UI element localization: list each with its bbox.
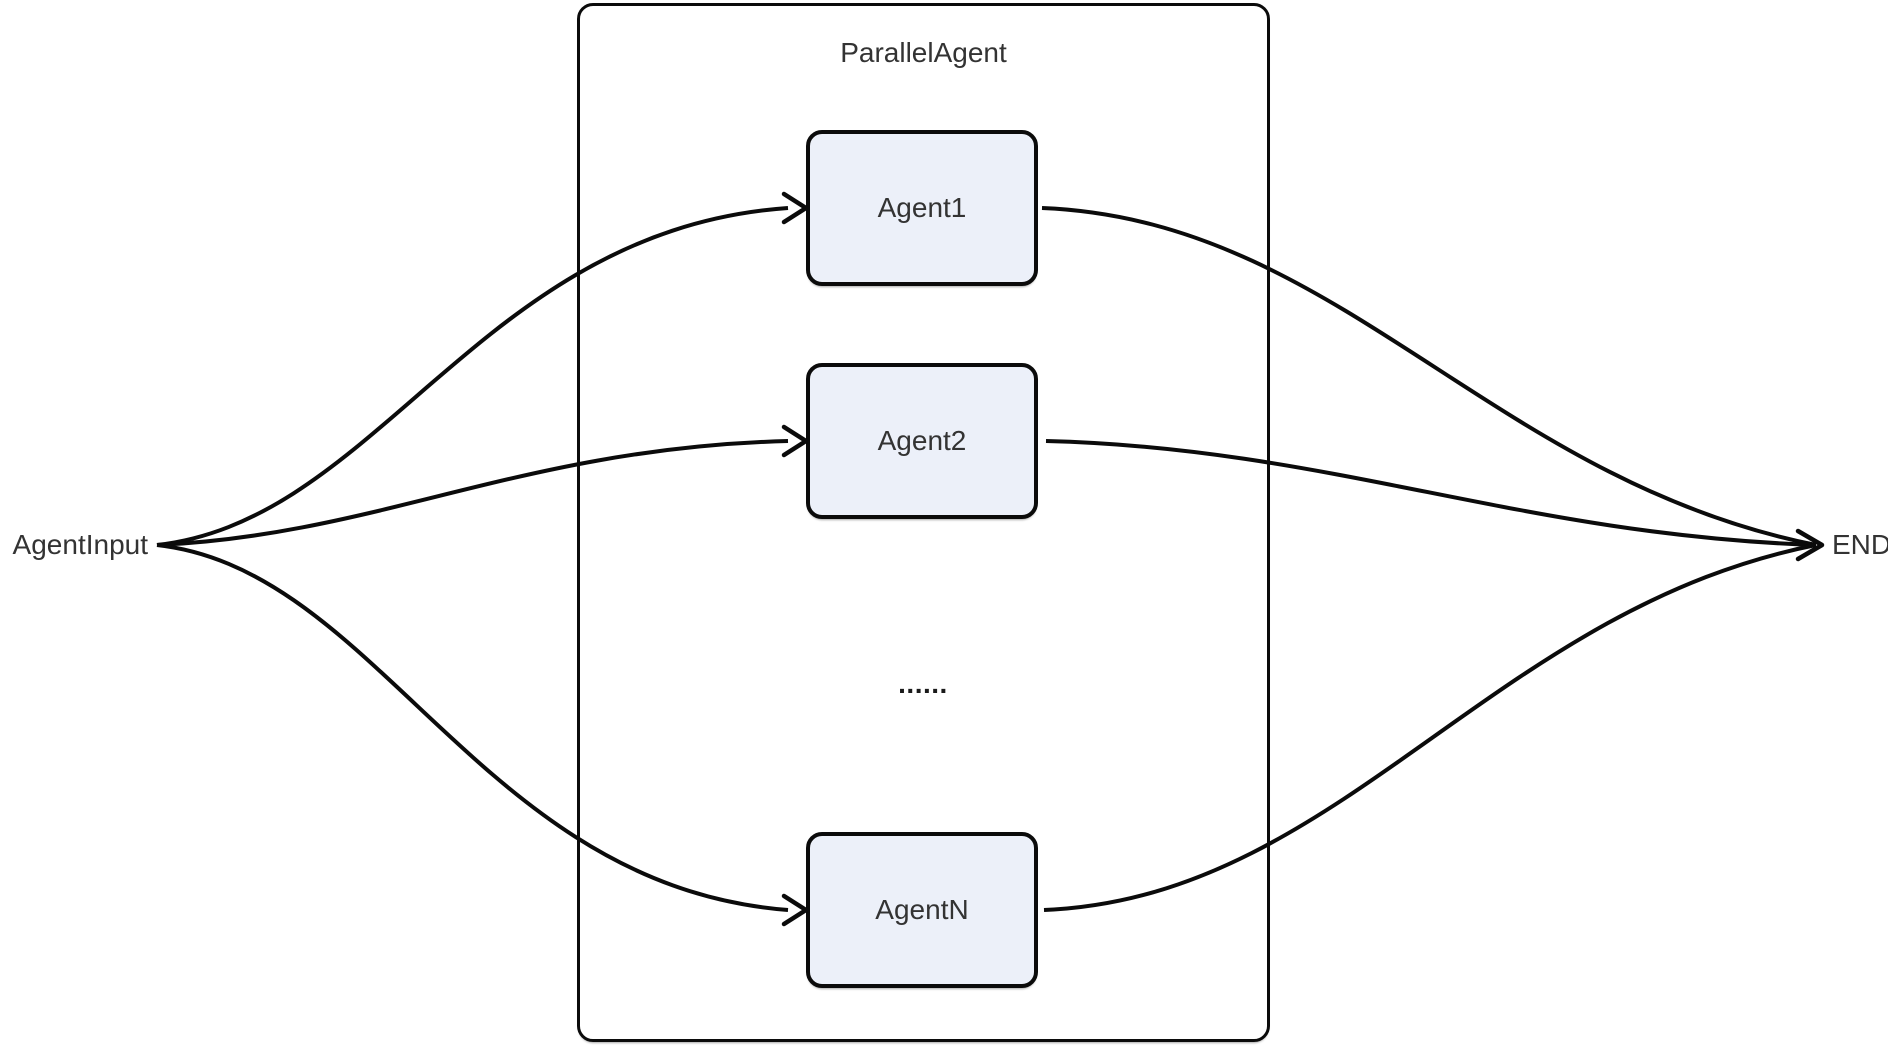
end-label: END: [1832, 529, 1888, 560]
more-agents-ellipsis: ......: [898, 668, 948, 699]
node-agent2: Agent2: [806, 363, 1038, 519]
node-agent2-label: Agent2: [877, 425, 967, 456]
node-agent1-label: Agent1: [877, 192, 967, 223]
node-agentn-label: AgentN: [875, 894, 969, 925]
node-agent1: Agent1: [806, 130, 1038, 286]
parallel-agent-container-title: ParallelAgent: [840, 37, 1007, 68]
node-agentn: AgentN: [806, 832, 1038, 988]
start-label: AgentInput: [12, 529, 148, 560]
arrowhead-into-end: [1795, 528, 1825, 562]
